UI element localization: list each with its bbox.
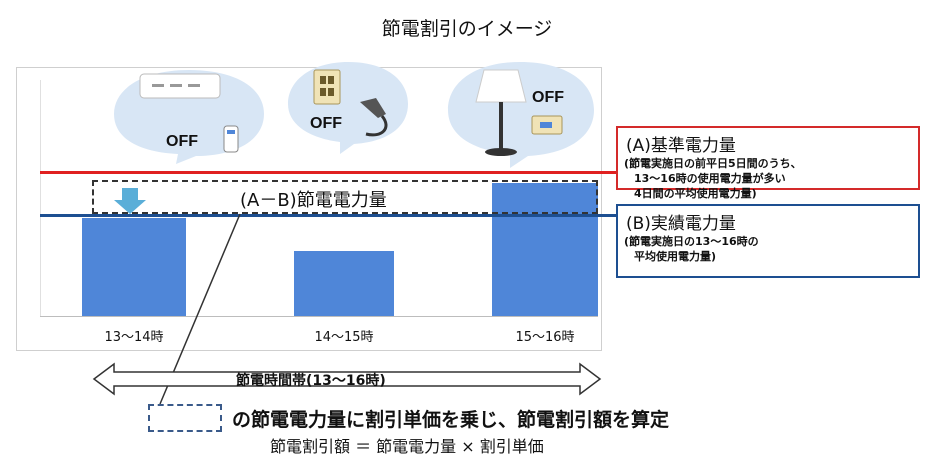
baseline-note: 4日間の平均使用電力量) [634,187,757,200]
time-band-label: 節電時間帯(13～16時) [236,373,386,389]
off-label: OFF [166,133,198,150]
x-axis-line [40,316,598,317]
x-tick-label: 13～14時 [104,330,164,345]
x-tick-label: 14～15時 [314,330,374,345]
baseline-note: 13～16時の使用電力量が多い [634,172,786,185]
baseline-reference-line [40,171,920,174]
discount-formula: 節電割引額 ＝ 節電電力量 × 割引単価 [270,437,544,456]
down-arrow-icon [114,188,146,214]
bar-2 [294,251,394,316]
actual-info-box: (B)実績電力量 (節電実施日の13～16時の 平均使用電力量) [616,204,920,278]
power-outlet-icon: OFF [288,62,408,154]
bar-3 [492,183,598,316]
calculation-description: の節電電力量に割引単価を乗じ、節電割引額を算定 [232,409,670,431]
baseline-title: (A)基準電力量 [626,136,736,156]
actual-note: (節電実施日の13～16時の [624,235,759,248]
off-label: OFF [310,115,342,132]
actual-reference-line [40,214,620,217]
baseline-note: (節電実施日の前平日5日間のうち、 [624,157,802,170]
air-conditioner-icon: OFF [114,70,264,164]
time-band-arrow [92,362,602,396]
actual-title: (B)実績電力量 [626,214,736,234]
y-axis-line [40,80,41,316]
actual-note: 平均使用電力量) [634,250,717,263]
page-title: 節電割引のイメージ [381,18,553,40]
x-tick-label: 15～16時 [515,330,575,345]
saving-region-box [92,180,598,214]
saving-amount-label: (A－B)節電電力量 [240,190,387,211]
bar-1 [82,218,186,316]
legend-dashed-box [148,404,222,432]
off-label: OFF [532,89,564,106]
floor-lamp-icon: OFF [448,62,594,168]
baseline-info-box: (A)基準電力量 (節電実施日の前平日5日間のうち、 13～16時の使用電力量が… [616,126,920,200]
